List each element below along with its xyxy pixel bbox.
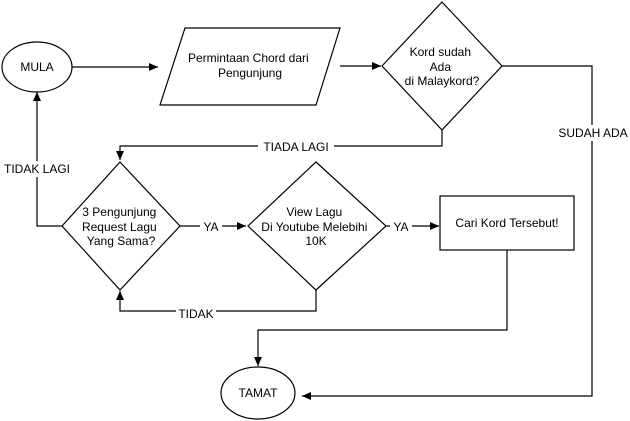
- kord-sudah-ada-label: Kord sudah Ada di Malaykord?: [405, 45, 480, 88]
- edge-label-sudah-ada: SUDAH ADA: [558, 126, 627, 140]
- view-lagu-label: View Lagu Di Youtube Melebihi 10K: [261, 205, 370, 248]
- tiga-pengunjung-label: 3 Pengunjung Request Lagu Yang Sama?: [82, 205, 160, 248]
- permintaan-io: Permintaan Chord dari Pengunjung: [159, 27, 341, 106]
- cari-kord-label: Cari Kord Tersebut!: [455, 216, 558, 230]
- cari-kord-process: Cari Kord Tersebut!: [439, 195, 575, 251]
- permintaan-label: Permintaan Chord dari Pengunjung: [188, 51, 312, 80]
- edge-view-tidak: [116, 290, 317, 312]
- edge-tiga-tidak-lagi: [33, 92, 62, 227]
- tiga-pengunjung-decision: 3 Pengunjung Request Lagu Yang Sama?: [61, 161, 181, 291]
- edge-label-ya-1: YA: [203, 220, 218, 234]
- edge-label-ya-2: YA: [393, 220, 408, 234]
- tamat-label: TAMAT: [239, 386, 279, 400]
- mula-terminal: MULA: [1, 41, 73, 93]
- edge-cari-to-tamat: [254, 250, 508, 366]
- kord-sudah-ada-decision: Kord sudah Ada di Malaykord?: [381, 1, 503, 131]
- edge-kord-sudah-ada: [302, 65, 593, 400]
- edge-label-tidak: TIDAK: [178, 307, 213, 321]
- tamat-terminal: TAMAT: [220, 366, 296, 420]
- view-lagu-decision: View Lagu Di Youtube Melebihi 10K: [247, 161, 387, 291]
- edge-label-tiada-lagi: TIADA LAGI: [263, 140, 328, 154]
- edge-label-tidak-lagi: TIDAK LAGI: [4, 162, 70, 176]
- mula-label: MULA: [20, 60, 53, 74]
